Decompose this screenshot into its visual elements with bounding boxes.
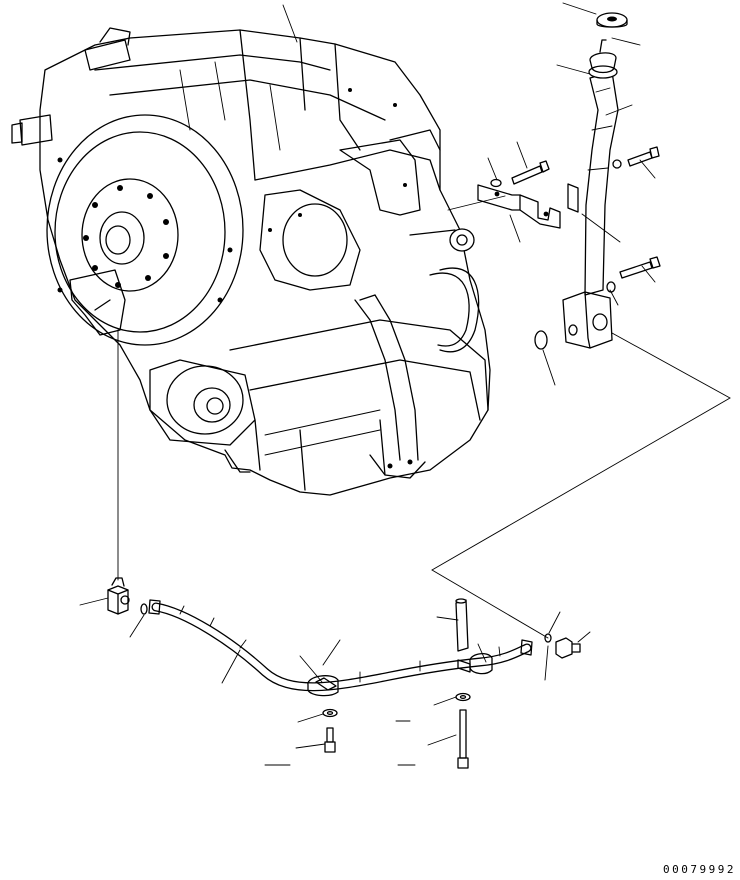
bolt-icon	[490, 146, 661, 293]
mounting-bolt-icon	[324, 709, 469, 769]
bell-housing-bolts	[57, 157, 233, 303]
bracket-icon	[477, 184, 561, 229]
spacer-tube-icon	[455, 598, 469, 652]
diagram-id-label: 00079992	[663, 863, 736, 876]
transmission-assembly-icon	[11, 27, 491, 496]
leader-lines	[79, 2, 731, 766]
bracket-plate-icon	[567, 183, 579, 213]
filler-cap-icon	[596, 12, 628, 28]
hose-end-fitting-icon	[555, 637, 581, 659]
strainer-clip-icon	[589, 39, 617, 74]
oil-filler-tube-icon	[562, 65, 619, 349]
o-ring-icon	[534, 330, 548, 350]
drain-hose-icon	[148, 599, 533, 692]
hose-clamp-icon	[307, 652, 493, 697]
fitting-o-ring-icon	[140, 603, 148, 615]
elbow-fitting-icon	[107, 577, 130, 615]
